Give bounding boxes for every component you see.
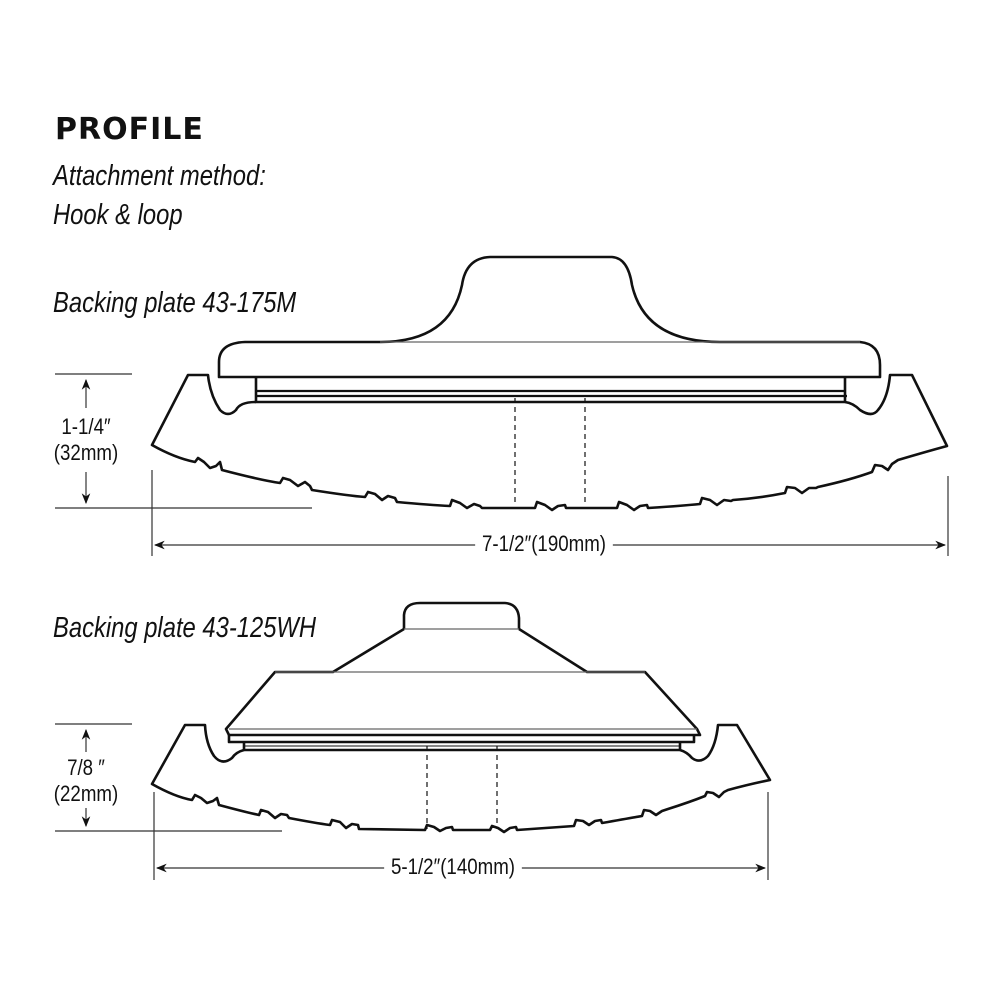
- plate-label-43-175M: Backing plate 43-175M: [53, 287, 297, 319]
- attachment-method-label: Attachment method:: [53, 160, 266, 192]
- plate-label-43-125WH: Backing plate 43-125WH: [53, 612, 317, 644]
- page-title: PROFILE: [55, 112, 204, 147]
- height-dimension-43-125WH: 7/8 ″ (22mm): [46, 755, 126, 807]
- plate-43-175M-drawing: [150, 255, 949, 512]
- height-metric: (32mm): [53, 440, 119, 465]
- width-dimension-43-175M: 7-1/2″(190mm): [475, 531, 613, 557]
- height-imperial: 1-1/4″: [61, 414, 111, 439]
- height-dimension-43-175M: 1-1/4″ (32mm): [46, 414, 126, 466]
- plate-43-125WH-drawing: [150, 601, 772, 834]
- height-imperial: 7/8 ″: [67, 755, 105, 780]
- height-metric: (22mm): [53, 781, 119, 806]
- attachment-method-value: Hook & loop: [53, 199, 183, 231]
- width-dimension-43-125WH: 5-1/2″(140mm): [384, 854, 522, 880]
